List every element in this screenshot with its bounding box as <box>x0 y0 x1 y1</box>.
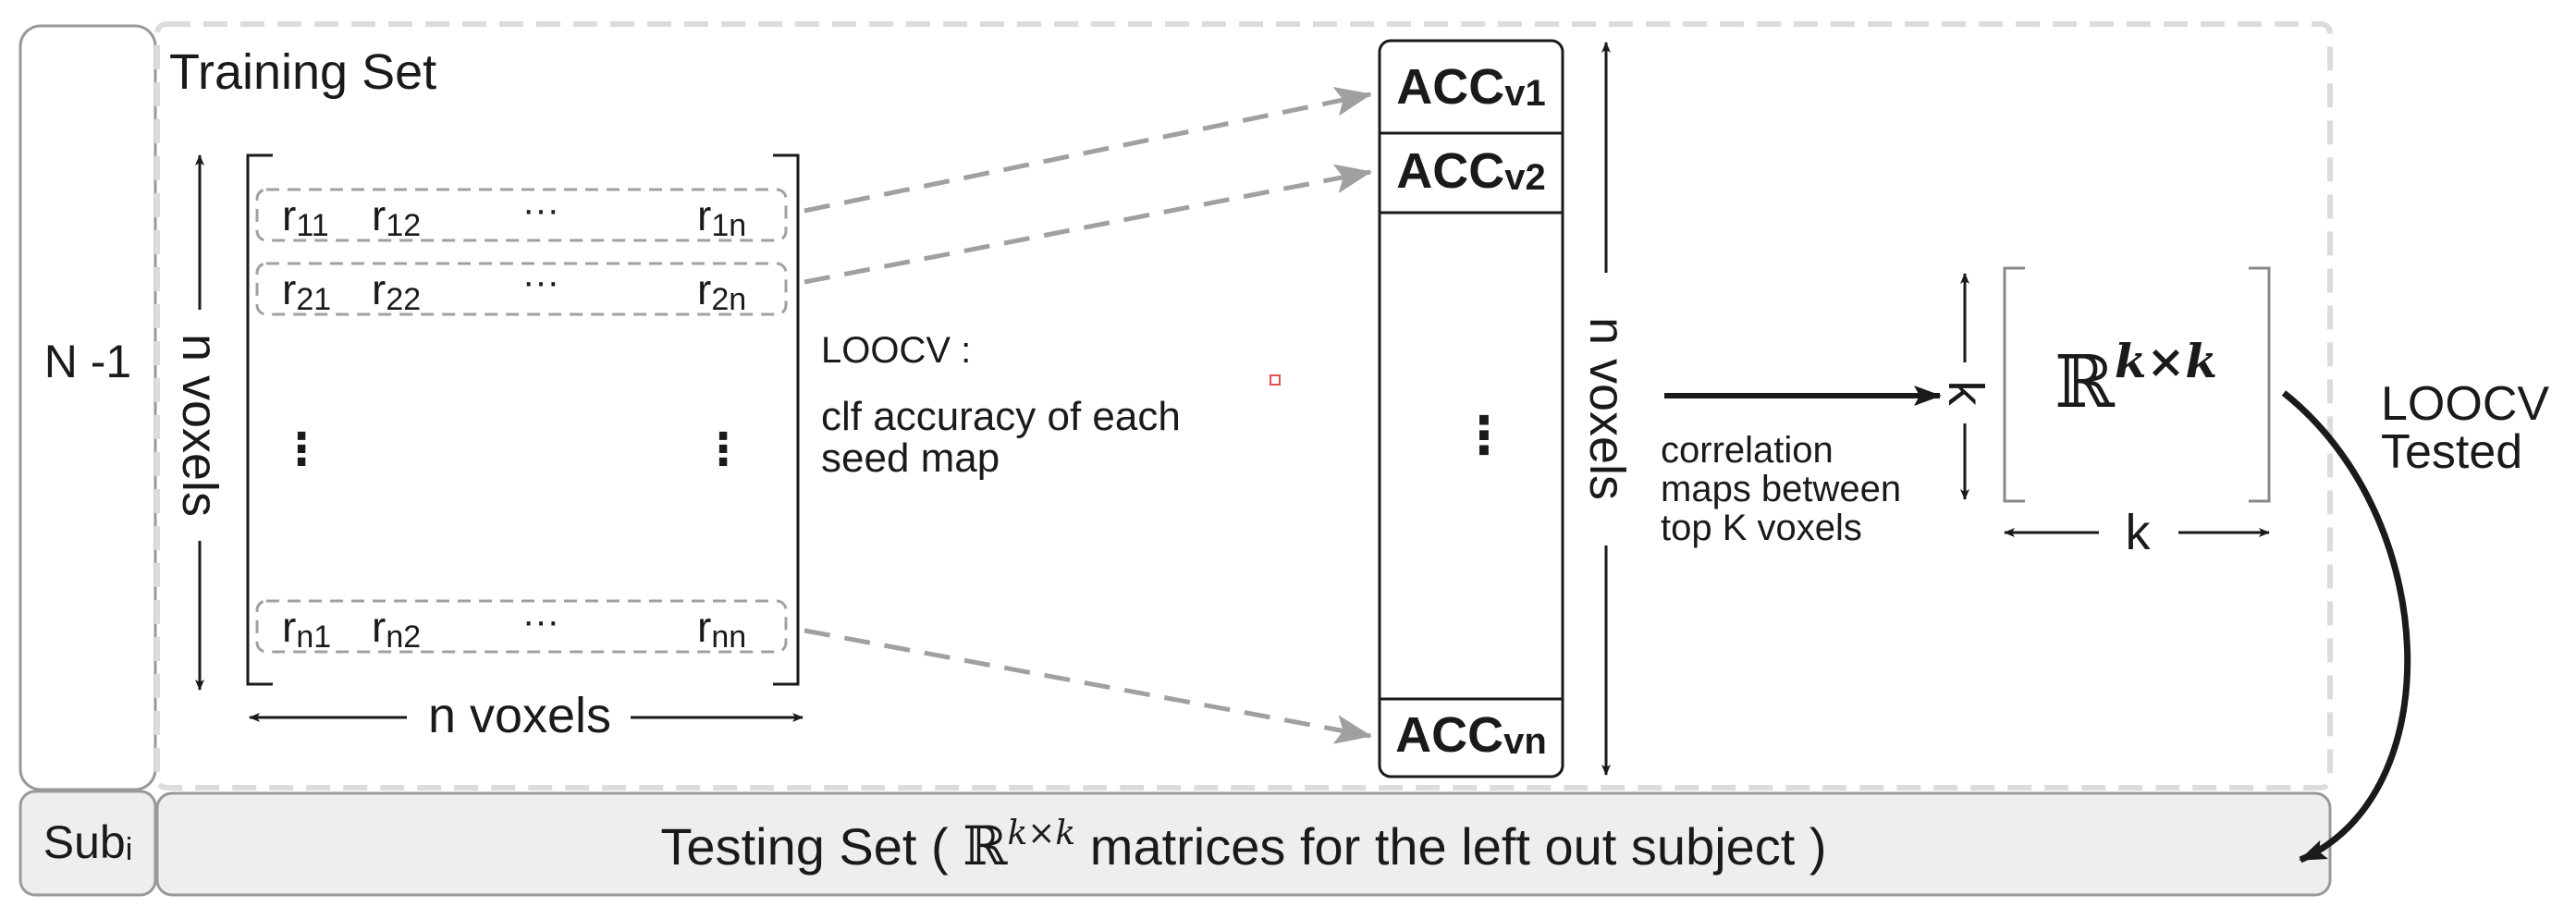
testing-set-label: Testing Set ( ℝk×k matrices for the left… <box>660 815 1826 877</box>
row-n-to-acc-arrow <box>803 628 1372 744</box>
matrix-cell: ··· <box>522 190 559 230</box>
loocv-tested-line1: LOOCV <box>2381 377 2549 431</box>
train-group-label: N -1 <box>44 336 131 387</box>
test-group-box <box>18 790 157 897</box>
row-1-to-acc-arrow <box>803 86 1372 214</box>
matrix-cell: rnn <box>697 603 746 655</box>
row-axis-label: n voxels <box>172 334 227 517</box>
matrix-row-1-highlight <box>255 188 788 242</box>
acc-vdots: ⋮ <box>1458 406 1510 464</box>
acc-cell-v2: ACCv2 <box>1396 143 1546 199</box>
acc-cell-v1: ACCv1 <box>1396 59 1546 115</box>
kk-bracket-left <box>2003 266 2025 503</box>
loocv-tested-line2: Tested <box>2381 425 2522 479</box>
train-group-box <box>18 24 157 791</box>
loocv-title: LOOCV : <box>821 330 971 371</box>
col-axis-label: n voxels <box>428 688 611 743</box>
matrix-vdots-right: ⋮ <box>701 425 745 474</box>
marker-square <box>1270 374 1281 386</box>
matrix-cell: r12 <box>372 191 421 243</box>
loocv-tested-curve-arrow <box>2281 390 2411 864</box>
correlation-desc-line3: top K voxels <box>1661 508 1862 548</box>
k-vertical-label: k <box>1938 381 1993 407</box>
acc-axis-label: n voxels <box>1579 317 1635 500</box>
test-group-label: Subi <box>43 816 133 868</box>
matrix-bracket-right <box>773 153 800 686</box>
training-set-panel <box>154 21 2333 790</box>
loocv-desc-line1: clf accuracy of each <box>821 394 1181 439</box>
training-set-title: Training Set <box>169 44 436 100</box>
matrix-cell: r1n <box>697 191 746 243</box>
accuracy-column <box>1378 39 1564 778</box>
matrix-cell: rn2 <box>372 603 421 655</box>
matrix-cell: r11 <box>282 191 329 243</box>
matrix-row-2-highlight <box>255 262 788 316</box>
acc-cell-vn: ACCvn <box>1395 707 1547 763</box>
k-horizontal-label: k <box>2126 505 2152 560</box>
loocv-desc-line2: seed map <box>821 435 1000 481</box>
kk-matrix-symbol: ℝk×k <box>2055 334 2217 424</box>
matrix-cell: rn1 <box>282 603 331 655</box>
matrix-bracket-left <box>246 153 273 686</box>
matrix-cell: r2n <box>697 265 746 317</box>
matrix-cell: ··· <box>522 601 559 642</box>
correlation-desc-line2: maps between <box>1661 469 1901 509</box>
matrix-row-n-highlight <box>255 599 788 654</box>
matrix-cell: r21 <box>282 265 331 317</box>
matrix-cell: r22 <box>372 265 421 317</box>
row-2-to-acc-arrow <box>803 164 1372 285</box>
matrix-vdots-left: ⋮ <box>279 425 324 474</box>
kk-bracket-right <box>2249 266 2271 503</box>
matrix-cell: ··· <box>522 262 559 302</box>
correlation-desc-line1: correlation <box>1661 430 1834 471</box>
